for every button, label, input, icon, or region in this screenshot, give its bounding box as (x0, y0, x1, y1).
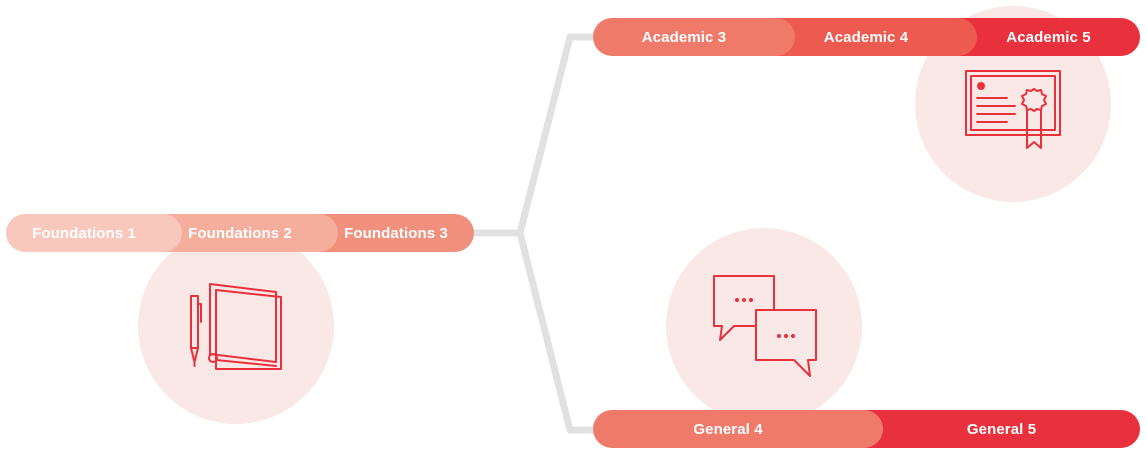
foundations-icon-circle (138, 228, 334, 424)
general-5-segment: General 5 (863, 410, 1140, 448)
general-bar: General 4 General 5 (593, 410, 1140, 448)
chat-bubbles-icon (713, 275, 817, 377)
foundations-1-segment: Foundations 1 (6, 214, 182, 252)
academic-bar: Academic 3 Academic 4 Academic 5 (593, 18, 1140, 56)
certificate-icon (965, 70, 1061, 149)
academic-5-segment: Academic 5 (957, 18, 1140, 56)
academic-3-label: Academic 3 (641, 28, 727, 46)
academic-5-label: Academic 5 (1006, 28, 1091, 46)
foundations-bar: Foundations 1 Foundations 2 Foundations … (6, 214, 474, 252)
foundations-1-label: Foundations 1 (32, 224, 136, 242)
general-4-segment: General 4 (593, 410, 883, 448)
academic-4-segment: Academic 4 (775, 18, 977, 56)
notebook-pen-icon (190, 283, 282, 370)
academic-3-segment: Academic 3 (593, 18, 795, 56)
general-4-label: General 4 (693, 420, 763, 438)
foundations-3-label: Foundations 3 (344, 224, 448, 242)
foundations-2-label: Foundations 2 (188, 224, 292, 242)
academic-4-label: Academic 4 (823, 28, 909, 46)
foundations-2-segment: Foundations 2 (162, 214, 338, 252)
general-5-label: General 5 (966, 420, 1037, 438)
foundations-3-segment: Foundations 3 (318, 214, 474, 252)
